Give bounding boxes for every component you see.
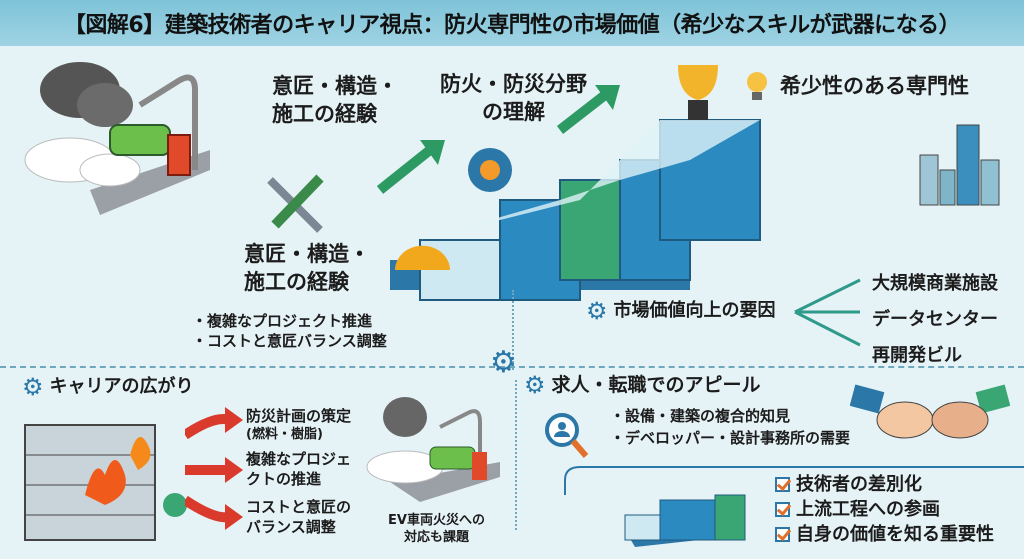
- ev-caption: EV車両火災への対応も課題: [388, 513, 485, 545]
- city-buildings-icon: [919, 124, 1000, 206]
- branch-arrows: [794, 278, 861, 347]
- career-items: 防災計画の策定 (燃料・樹脂) 複雑なプロジェ クトの推進 コストと意匠の バラ…: [246, 407, 352, 536]
- career-spread-heading: ⚙ キャリアの広がり: [22, 373, 194, 401]
- tools-icon: [267, 174, 324, 233]
- parking-fire-illustration: [24, 424, 187, 541]
- checkbox-icon: [775, 502, 790, 517]
- connector-line: [512, 290, 514, 370]
- rare-expertise-label: 希少性のある専門性: [780, 74, 969, 98]
- checkbox-icon: [775, 477, 790, 492]
- fire-understanding-label: 防火・防災分野の理解: [440, 72, 587, 124]
- page-title: 【図解6】建築技術者のキャリア視点：防火専門性の市場価値（希少なスキルが武器にな…: [0, 0, 1024, 46]
- experience-bullets: ・複雑なプロジェクト推進・コストと意匠バランス調整: [192, 312, 387, 350]
- lightbulb-icon: [747, 72, 767, 100]
- appeal-bullets: ・設備・建築の複合的知見・デベロッパー・設計事務所の需要: [610, 407, 851, 447]
- connector-line-3: [650, 466, 1024, 468]
- check-item: 技術者の差別化: [775, 472, 994, 497]
- gear-icon: ⚙: [586, 297, 608, 325]
- checkbox-icon: [775, 527, 790, 542]
- experience-label-mid: 意匠・構造・施工の経験: [244, 242, 370, 294]
- handshake-icon: [850, 384, 1010, 439]
- connector-line-2: [515, 380, 517, 530]
- checklist: 技術者の差別化 上流工程への参画 自身の価値を知る重要性: [775, 472, 994, 547]
- search-person-icon: [545, 413, 589, 458]
- red-arrows: [185, 407, 243, 530]
- gear-icon: ⚙: [524, 371, 546, 399]
- market-factors: ⚙ 市場価値向上の要因: [586, 297, 776, 325]
- gear-icon: ⚙: [22, 373, 44, 401]
- appeal-heading: ⚙ 求人・転職でのアピール: [524, 371, 761, 399]
- experience-label-top: 意匠・構造・施工の経験: [272, 74, 398, 126]
- career-staircase: [376, 65, 761, 301]
- gears-icon: ⚙: [490, 345, 517, 380]
- check-item: 自身の価値を知る重要性: [775, 522, 994, 547]
- ev-fire-small-illustration: [366, 397, 500, 502]
- market-targets: 大規模商業施設 データセンター 再開発ビル: [872, 273, 998, 366]
- check-item: 上流工程への参画: [775, 497, 994, 522]
- small-staircase: [564, 466, 760, 547]
- ev-fire-illustration: [24, 62, 210, 215]
